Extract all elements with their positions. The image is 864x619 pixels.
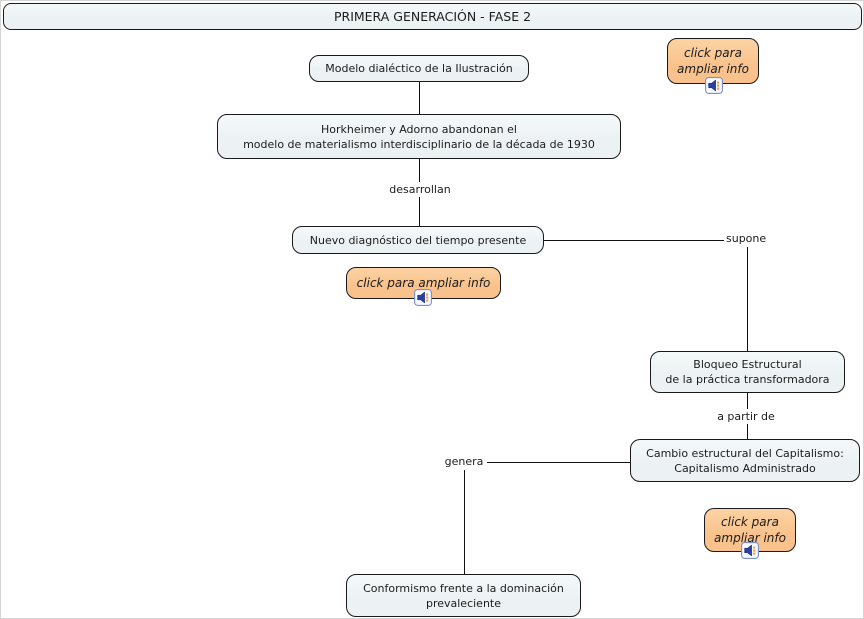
- connector-cambio-genera: [487, 462, 630, 463]
- concept-conformismo[interactable]: Conformismo frente a la dominación preva…: [346, 574, 581, 617]
- map-title: PRIMERA GENERACIÓN - FASE 2: [3, 3, 862, 30]
- concept-cambio-estructural[interactable]: Cambio estructural del Capitalismo: Capi…: [630, 439, 860, 482]
- linking-phrase-desarrollan[interactable]: desarrollan: [387, 182, 453, 197]
- linking-phrase-supone[interactable]: supone: [724, 231, 769, 246]
- connector-nuevo-supone: [544, 240, 725, 241]
- speaker-icon[interactable]: [414, 289, 432, 306]
- speaker-icon[interactable]: [705, 77, 723, 94]
- concept-modelo-dialectico[interactable]: Modelo dialéctico de la Ilustración: [309, 55, 529, 82]
- connector-genera-conformismo: [464, 470, 465, 574]
- speaker-icon[interactable]: [741, 542, 759, 559]
- linking-phrase-a-partir-de[interactable]: a partir de: [715, 409, 777, 424]
- concept-horkheimer-adorno[interactable]: Horkheimer y Adorno abandonan el modelo …: [217, 114, 621, 159]
- linking-phrase-genera[interactable]: genera: [442, 454, 486, 469]
- concept-nuevo-diagnostico[interactable]: Nuevo diagnóstico del tiempo presente: [292, 226, 544, 254]
- connector-supone-bloqueo: [747, 247, 748, 351]
- concept-bloqueo-estructural[interactable]: Bloqueo Estructural de la práctica trans…: [650, 351, 845, 393]
- connector-modelo-horkheimer: [419, 82, 420, 114]
